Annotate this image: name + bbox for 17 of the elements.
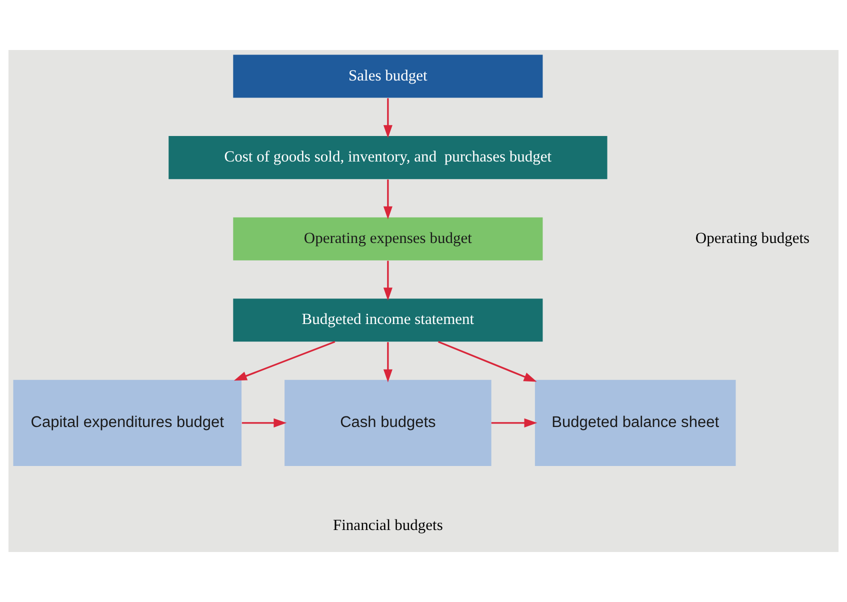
arrow (383, 180, 392, 220)
node-box: Sales budget (233, 54, 543, 98)
arrow (491, 418, 538, 428)
arrow (234, 340, 336, 381)
node-box: Cash budgets (284, 380, 492, 466)
arrow (383, 260, 392, 301)
arrow (383, 342, 392, 382)
label: Financial budgets (332, 516, 443, 534)
node-box: Operating expenses budget (233, 217, 543, 260)
arrow (383, 98, 392, 138)
node-box: Budgeted income statement (233, 298, 543, 342)
label: Operating budgets (695, 230, 810, 247)
node-box: Cost of goods sold, inventory, and purchases budget (168, 136, 608, 180)
arrow (438, 340, 537, 382)
arrow (242, 418, 287, 428)
node-box: Budgeted balance sheet (534, 380, 736, 466)
node-box: Capital expenditures budget (13, 380, 242, 466)
